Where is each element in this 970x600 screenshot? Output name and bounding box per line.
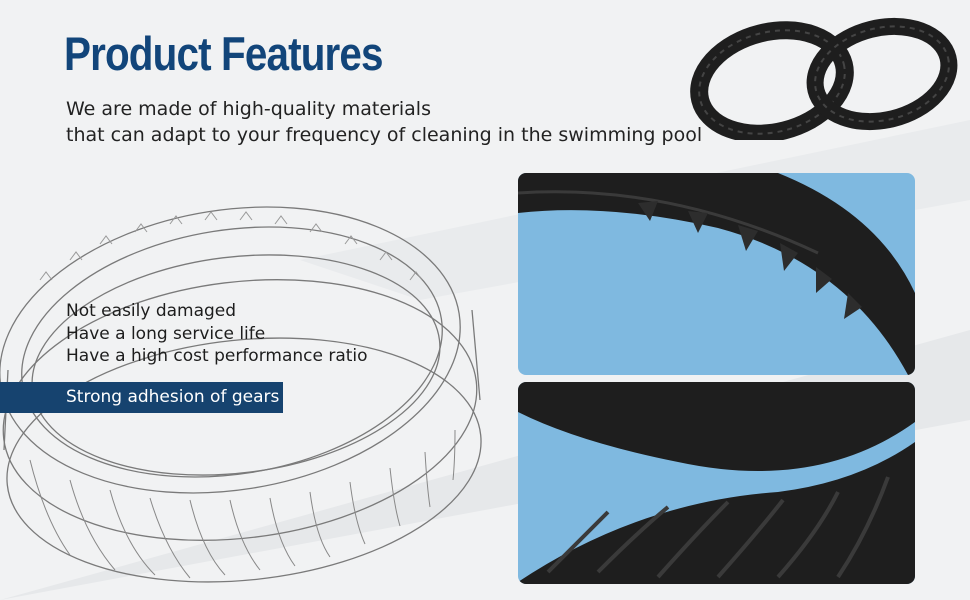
feature-item: Have a long service life [66, 323, 266, 344]
subtitle-line: that can adapt to your frequency of clea… [66, 124, 703, 146]
track-ring-sketch [0, 206, 482, 583]
highlight-banner-text: Strong adhesion of gears [66, 387, 280, 407]
feature-item: Have a high cost performance ratio [66, 346, 368, 366]
product-thumbnail [690, 17, 958, 140]
page-title: Product Features [64, 27, 384, 80]
highlight-banner [0, 382, 283, 413]
subtitle: We are made of high-quality materials th… [66, 96, 702, 148]
outer-tread-closeup-image [518, 382, 915, 584]
gear-teeth-closeup-image [518, 173, 915, 375]
feature-list: Not easily damaged Have a long service l… [66, 300, 368, 368]
subtitle-line: We are made of high-quality materials [66, 98, 431, 120]
feature-item: Not easily damaged [66, 301, 237, 321]
